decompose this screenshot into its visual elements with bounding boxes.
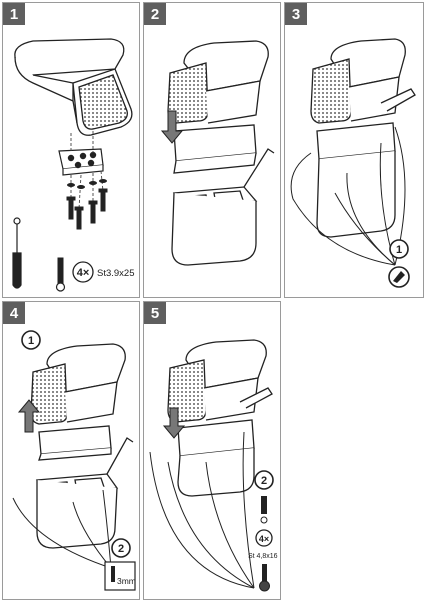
drill-size-label: 3mm: [117, 576, 136, 586]
callout-label-1: 1: [28, 335, 34, 347]
callout-label: 1: [396, 244, 402, 256]
arrow-down-icon: [162, 407, 186, 439]
armrest-lid-shape: [14, 38, 133, 136]
step-4-illustration: 1: [12, 330, 136, 591]
step-2-illustration: [160, 40, 275, 266]
step-1-illustration: 4× St3.9x25: [12, 38, 135, 292]
step-number-5: 5: [144, 302, 166, 324]
step-number-2: 2: [144, 3, 166, 25]
step-number-1: 1: [3, 3, 25, 25]
quantity-label: 4×: [77, 267, 90, 279]
armrest-assembly-shape: [167, 339, 273, 497]
screw-spec-label: St 4,8x16: [248, 553, 278, 560]
step-5-panel: 5: [143, 301, 281, 600]
screws-shape: [66, 188, 108, 230]
arrow-down-icon: [160, 110, 184, 144]
armrest-assembly-shape: [30, 343, 126, 461]
callout-circle-1: [21, 330, 41, 350]
screw-spec-label: St3.9x25: [97, 268, 135, 279]
step-number-3: 3: [285, 3, 307, 25]
quantity-badge: [255, 529, 273, 547]
step-2-panel: 2: [143, 2, 281, 298]
mounting-bracket-shape: [58, 148, 104, 176]
screwdriver-icon: [260, 496, 268, 524]
long-screw-icon: [55, 257, 66, 292]
step-number-4: 4: [3, 302, 25, 324]
washers-shape: [67, 179, 107, 189]
drill-arrows-shape: [12, 489, 112, 569]
callout-circle: [254, 470, 274, 490]
step-3-illustration: 1: [290, 38, 416, 288]
callout-circle-2: [111, 538, 131, 558]
step-4-panel: 4 1: [2, 301, 140, 600]
step-3-panel: 3: [284, 2, 424, 298]
push-hand-icon: [393, 271, 405, 283]
fastening-arrows-shape: [149, 431, 255, 589]
callout-circle: [389, 239, 409, 259]
armrest-assembly-shape: [310, 38, 416, 238]
callout-label-2: 2: [118, 543, 124, 555]
arrow-up-icon: [17, 399, 41, 433]
quantity-badge: [72, 261, 94, 283]
armrest-assembly-shape: [167, 40, 269, 174]
callout-label: 2: [261, 475, 267, 487]
screw-icon: [259, 564, 270, 592]
step-5-illustration: 2 4× St 4,8x16: [149, 339, 278, 592]
quantity-label: 4×: [259, 534, 269, 544]
drill-bit-icon: [104, 561, 136, 591]
step-1-panel: 1: [2, 2, 140, 298]
console-base-shape: [171, 148, 275, 266]
screwdriver-icon: [12, 217, 22, 289]
